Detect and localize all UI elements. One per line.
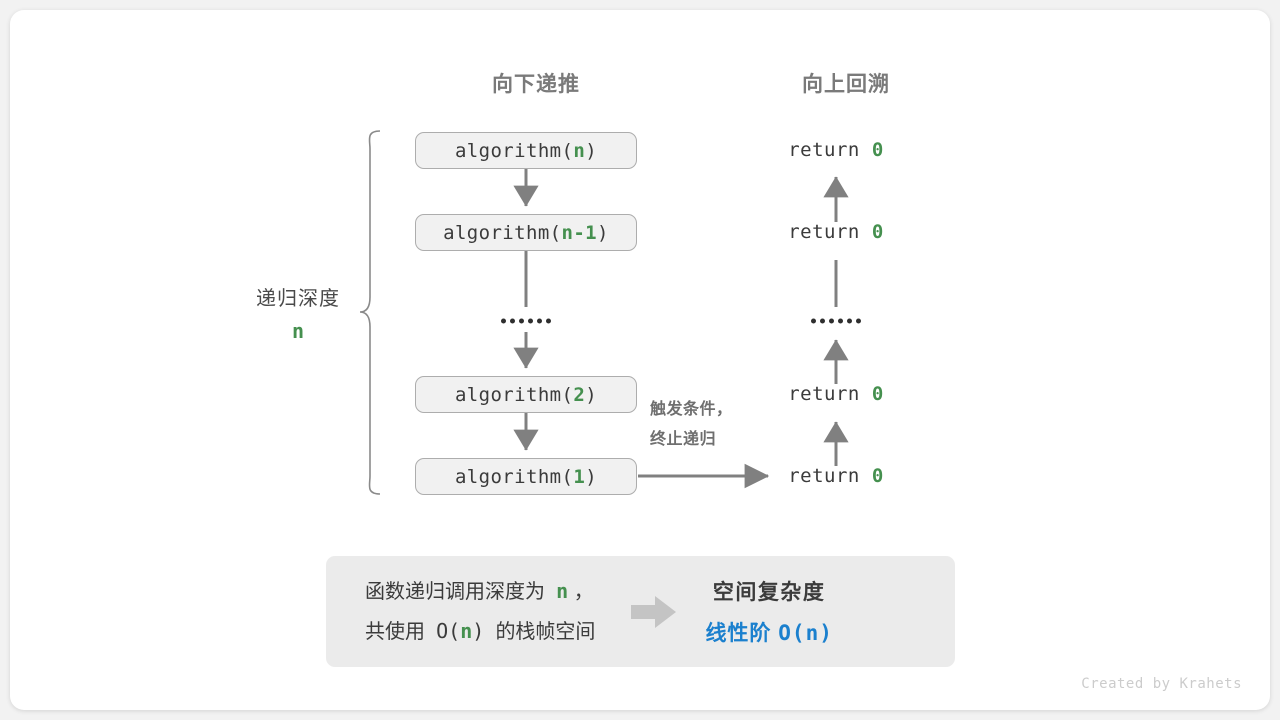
ellipsis-dot: [537, 318, 542, 324]
call-box-1-suffix: ): [585, 465, 598, 488]
call-box-n-minus-1-prefix: algorithm(: [443, 221, 562, 244]
summary-line-1: 函数递归调用深度为 n ，: [365, 572, 595, 612]
ellipsis-dot: [519, 318, 524, 324]
ellipsis-dot: [847, 318, 852, 324]
summary-line-2-a: 共使用: [365, 620, 425, 643]
diagram-card: 向下递推 向上回溯 递归深度 n algorithm(n) algorithm(…: [10, 10, 1270, 710]
column-header-upward: 向上回溯: [802, 73, 890, 96]
return-keyword: return: [788, 139, 860, 161]
call-box-n-minus-1-suffix: ): [597, 221, 609, 244]
recursion-depth-text: 递归深度: [256, 288, 340, 310]
call-box-n-suffix: ): [585, 139, 598, 162]
summary-complexity-title: 空间复杂度: [712, 581, 826, 604]
summary-line-2: 共使用 O(n) 的栈帧空间: [365, 612, 595, 652]
implies-arrow-icon: [631, 595, 677, 628]
call-box-n-arg: n: [573, 139, 586, 162]
trigger-note-line1: 触发条件，: [650, 401, 733, 418]
call-box-1-arg: 1: [573, 465, 586, 488]
call-box-n-minus-1[interactable]: algorithm(n-1): [415, 214, 637, 251]
trigger-note-line2: 终止递归: [650, 430, 717, 448]
summary-line-2-c: ): [472, 618, 485, 643]
summary-box: 函数递归调用深度为 n ， 共使用 O(n) 的栈帧空间 空间复杂度 线性阶 O…: [326, 556, 955, 667]
summary-line-2-o: O(: [436, 618, 461, 643]
ellipsis-dot: [501, 318, 506, 324]
summary-left-text: 函数递归调用深度为 n ， 共使用 O(n) 的栈帧空间: [365, 572, 595, 652]
ellipsis-dot: [811, 318, 816, 324]
call-stack-ellipsis: [501, 318, 551, 324]
summary-line-1-n: n: [556, 578, 569, 603]
summary-complexity-value: 线性阶 O(n): [705, 617, 832, 647]
summary-line-1-a: 函数递归调用深度为: [365, 580, 545, 603]
ellipsis-dot: [820, 318, 825, 324]
ellipsis-dot: [838, 318, 843, 324]
trigger-condition-note: 触发条件， 终止递归: [650, 395, 733, 454]
return-keyword: return: [788, 383, 860, 405]
return-value: 0: [871, 465, 884, 487]
return-keyword: return: [788, 465, 860, 487]
ellipsis-dot: [829, 318, 834, 324]
summary-line-2-b: 的栈帧空间: [495, 620, 596, 643]
ellipsis-dot: [546, 318, 551, 324]
call-box-n-prefix: algorithm(: [454, 139, 574, 162]
return-label-top: return 0: [788, 139, 884, 161]
return-value: 0: [871, 139, 884, 161]
recursion-depth-label: 递归深度 n: [178, 282, 418, 343]
call-box-1[interactable]: algorithm(1): [415, 458, 637, 495]
return-value: 0: [871, 221, 884, 243]
return-ellipsis: [811, 318, 861, 324]
call-box-n-minus-1-arg: n-1: [561, 221, 598, 244]
recursion-depth-value: n: [291, 319, 305, 343]
return-label-bottom: return 0: [788, 465, 884, 487]
call-box-2-arg: 2: [573, 383, 586, 406]
call-box-2[interactable]: algorithm(2): [415, 376, 637, 413]
ellipsis-dot: [528, 318, 533, 324]
return-label-second: return 0: [788, 221, 884, 243]
call-box-1-prefix: algorithm(: [454, 465, 574, 488]
call-box-2-prefix: algorithm(: [454, 383, 574, 406]
summary-line-1-b: ，: [573, 580, 594, 603]
return-value: 0: [871, 383, 884, 405]
summary-line-2-n: n: [460, 618, 473, 643]
return-label-third: return 0: [788, 383, 884, 405]
column-header-downward: 向下递推: [492, 73, 580, 96]
return-keyword: return: [788, 221, 860, 243]
credit-text: Created by Krahets: [1081, 676, 1242, 692]
summary-right-text: 空间复杂度 线性阶 O(n): [705, 576, 832, 647]
call-box-2-suffix: ): [585, 383, 598, 406]
call-box-n[interactable]: algorithm(n): [415, 132, 637, 169]
ellipsis-dot: [856, 318, 861, 324]
ellipsis-dot: [510, 318, 515, 324]
summary-complexity-label: 线性阶: [705, 622, 772, 645]
summary-complexity-expr: O(n): [778, 621, 833, 645]
